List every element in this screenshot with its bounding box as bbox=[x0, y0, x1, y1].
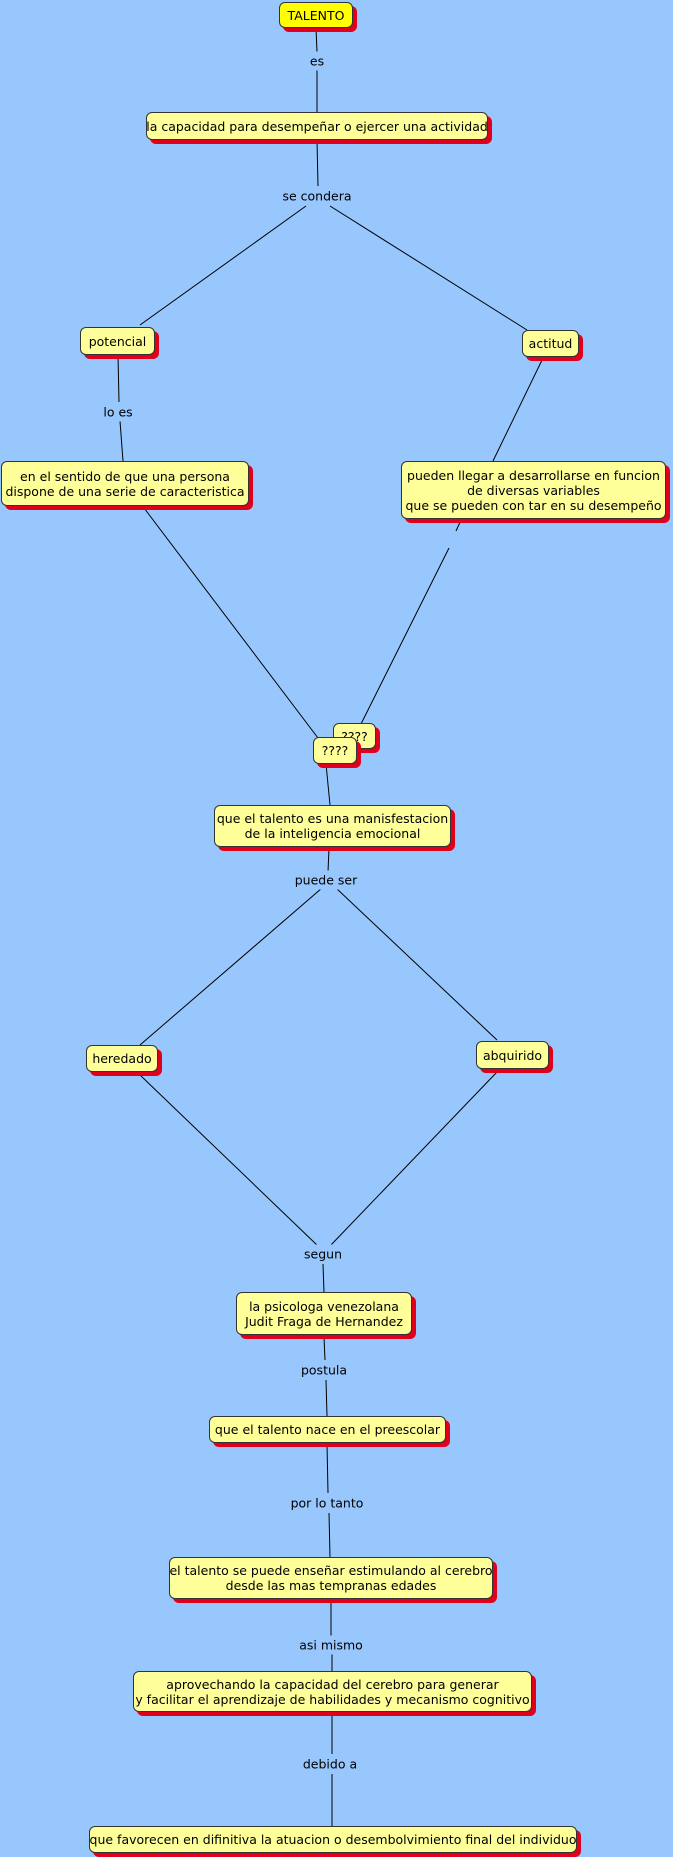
node-aprovechando[interactable]: aprovechando la capacidad del cerebro pa… bbox=[133, 1671, 532, 1712]
link-label-es: es bbox=[307, 51, 327, 71]
connector-line bbox=[327, 847, 330, 873]
connector-line bbox=[139, 1074, 319, 1247]
node-ensenar[interactable]: el talento se puede enseñar estimulando … bbox=[169, 1557, 493, 1599]
connector-line bbox=[139, 205, 307, 326]
node-potencial[interactable]: potencial bbox=[80, 327, 155, 355]
connector-line bbox=[119, 420, 124, 462]
link-label-por-lo-tanto: por lo tanto bbox=[288, 1493, 366, 1513]
connector-line bbox=[360, 547, 450, 725]
connector-line bbox=[329, 1071, 498, 1247]
connector-line bbox=[325, 763, 331, 806]
connector-line bbox=[322, 1263, 325, 1293]
connector-line bbox=[335, 887, 498, 1041]
node-question-front[interactable]: ???? bbox=[313, 737, 357, 764]
link-label-segun: segun bbox=[302, 1244, 344, 1264]
node-actitud[interactable]: actitud bbox=[522, 330, 579, 357]
node-pueden-llegar[interactable]: pueden llegar a desarrollarse en funcion… bbox=[401, 461, 666, 519]
link-label-lo-es: lo es bbox=[101, 402, 135, 422]
connector-line bbox=[329, 205, 528, 331]
connector-line bbox=[143, 507, 319, 739]
connector-line bbox=[316, 139, 319, 187]
link-label-se-condera: se condera bbox=[280, 186, 354, 206]
connector-line bbox=[328, 1512, 331, 1558]
node-talento[interactable]: TALENTO bbox=[279, 2, 353, 28]
link-label-puede-ser: puede ser bbox=[292, 870, 360, 890]
link-label-asi-mismo: asi mismo bbox=[297, 1635, 365, 1655]
node-abquirido[interactable]: abquirido bbox=[476, 1041, 549, 1069]
connector-line bbox=[315, 27, 318, 53]
node-heredado[interactable]: heredado bbox=[86, 1045, 158, 1072]
connector-line bbox=[325, 1379, 328, 1417]
connector-line bbox=[117, 354, 120, 403]
node-capacidad[interactable]: la capacidad para desempeñar o ejercer u… bbox=[146, 112, 488, 140]
link-label-debido-a: debido a bbox=[300, 1754, 360, 1774]
connector-line bbox=[492, 357, 544, 462]
connector-line bbox=[455, 519, 462, 532]
connector-line bbox=[139, 887, 323, 1046]
node-psicologa[interactable]: la psicologa venezolana Judit Fraga de H… bbox=[236, 1292, 412, 1335]
node-sentido[interactable]: en el sentido de que una persona dispone… bbox=[1, 461, 249, 506]
link-label-postula: postula bbox=[298, 1360, 350, 1380]
node-favorecen[interactable]: que favorecen en difinitiva la atuacion … bbox=[89, 1826, 577, 1853]
node-manifestacion[interactable]: que el talento es una manisfestacion de … bbox=[214, 805, 451, 847]
node-preescolar[interactable]: que el talento nace en el preescolar bbox=[209, 1416, 446, 1443]
connector-line bbox=[326, 1443, 329, 1494]
connector-line bbox=[323, 1336, 326, 1361]
